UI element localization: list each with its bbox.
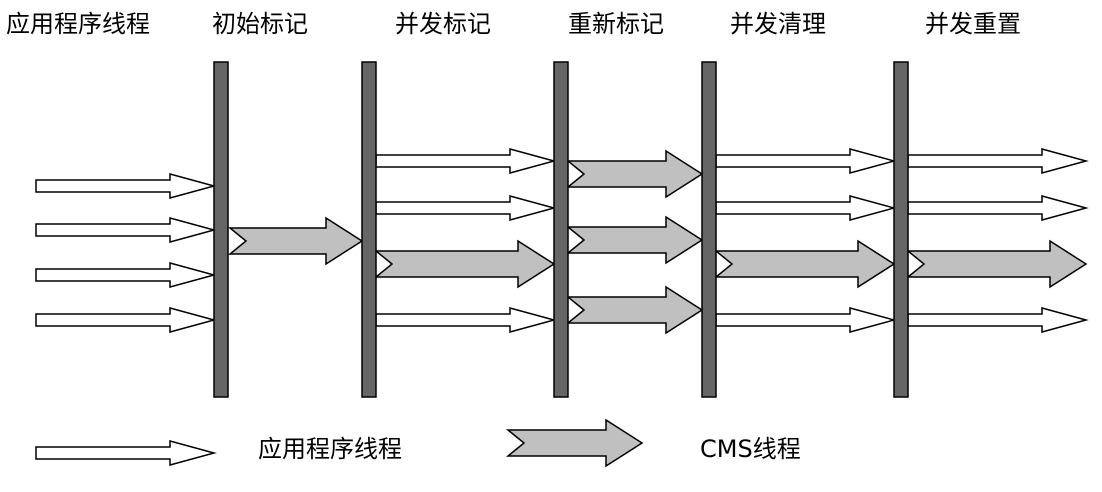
phase-label-initial-mark: 初始标记	[212, 10, 308, 38]
app-thread-arrow	[35, 217, 217, 243]
phase-bar-remark	[553, 61, 569, 398]
app-thread-arrow	[375, 148, 557, 174]
app-thread-arrow	[907, 307, 1089, 333]
cms-thread-arrow	[227, 216, 364, 266]
app-thread-column-label: 应用程序线程	[6, 10, 150, 38]
phase-label-remark: 重新标记	[568, 10, 664, 38]
thread-arrows	[35, 148, 1089, 335]
cms-thread-arrow	[565, 285, 704, 335]
app-thread-arrow	[35, 173, 217, 199]
phase-bar-concurrent-reset	[893, 61, 909, 398]
cms-thread-arrow	[373, 239, 556, 289]
phase-bar-concurrent-mark	[361, 61, 377, 398]
app-thread-arrow	[907, 195, 1089, 221]
cms-thread-arrow	[565, 215, 704, 265]
phase-bar-concurrent-sweep	[701, 61, 717, 398]
app-thread-arrow	[715, 148, 897, 174]
legend-app-thread-label: 应用程序线程	[258, 435, 402, 463]
phase-label-concurrent-mark: 并发标记	[395, 10, 491, 38]
app-thread-arrow	[375, 307, 557, 333]
app-thread-arrow	[715, 307, 897, 333]
app-thread-arrow	[35, 262, 217, 288]
cms-thread-arrow	[713, 239, 896, 289]
legend: 应用程序线程 CMS线程	[35, 418, 801, 468]
phase-label-concurrent-reset: 并发重置	[925, 10, 1021, 38]
legend-cms-thread-arrow	[505, 418, 644, 468]
phase-bar-initial-mark	[213, 61, 229, 398]
legend-app-thread-arrow	[35, 440, 217, 466]
app-thread-arrow	[375, 195, 557, 221]
header-labels: 应用程序线程 初始标记 并发标记 重新标记 并发清理 并发重置	[6, 10, 1021, 38]
legend-app-thread-arrow-shape	[35, 440, 217, 466]
cms-thread-arrow	[905, 239, 1088, 289]
legend-cms-thread-arrow-shape	[505, 418, 644, 468]
app-thread-arrow	[907, 148, 1089, 174]
app-thread-arrow	[715, 195, 897, 221]
app-thread-arrow	[35, 307, 217, 333]
phase-bars	[213, 61, 909, 398]
phase-label-concurrent-sweep: 并发清理	[730, 10, 826, 38]
legend-cms-thread-label: CMS线程	[700, 435, 801, 463]
cms-thread-arrow	[565, 149, 704, 199]
